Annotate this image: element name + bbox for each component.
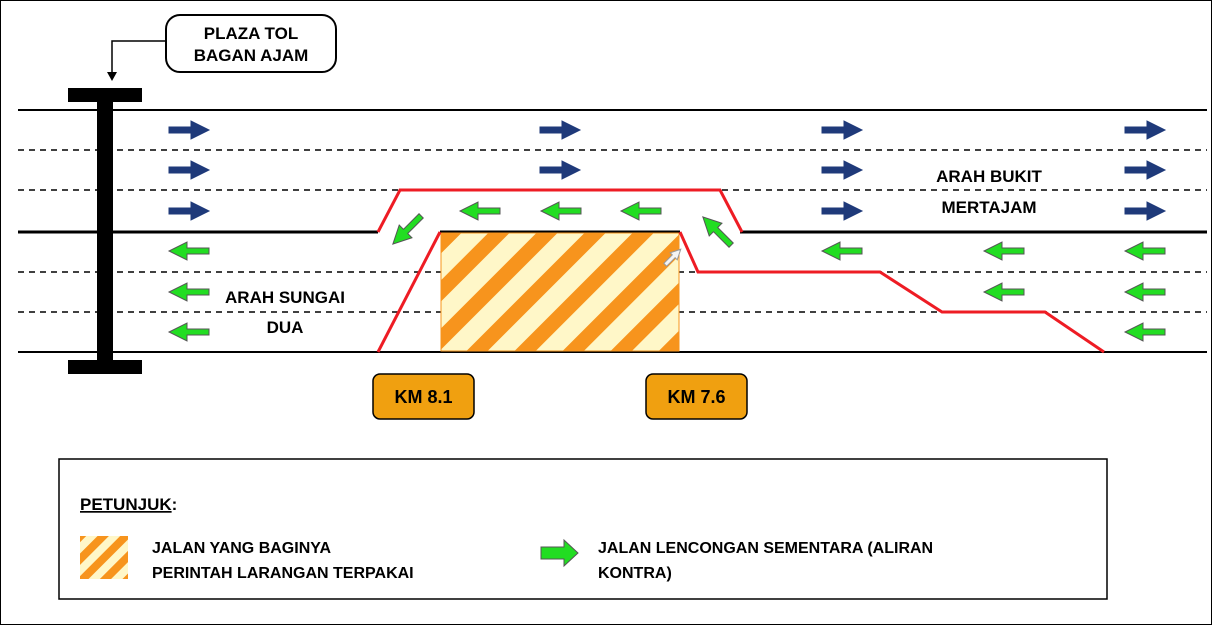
right-arrow-icon bbox=[1124, 160, 1167, 180]
detour-line-upper bbox=[376, 188, 744, 233]
faded-arrow-icon bbox=[663, 248, 682, 267]
closed-road-zone bbox=[440, 232, 680, 352]
legend: PETUNJUK: JALAN YANG BAGINYA PERINTAH LA… bbox=[58, 458, 1108, 600]
km-marker-left-label: KM 8.1 bbox=[394, 387, 452, 407]
detour-line-left bbox=[376, 231, 442, 353]
legend-title-group: PETUNJUK: bbox=[80, 495, 177, 514]
left-arrow-icon bbox=[619, 201, 662, 221]
right-arrow-icon bbox=[168, 120, 211, 140]
plaza-callout: PLAZA TOL BAGAN AJAM bbox=[107, 14, 337, 81]
legend-closed-road-line1: JALAN YANG BAGINYA bbox=[152, 540, 331, 557]
plaza-label-box bbox=[165, 14, 337, 73]
direction-upper-line1: ARAH BUKIT bbox=[936, 167, 1042, 186]
left-arrow-icon bbox=[458, 201, 501, 221]
legend-contraflow-line2: KONTRA) bbox=[598, 565, 672, 582]
right-arrow-icon bbox=[821, 160, 864, 180]
left-arrow-icon bbox=[982, 241, 1025, 261]
right-arrow-icon bbox=[168, 160, 211, 180]
toll-gate-icon bbox=[68, 88, 142, 374]
direction-lower-line2: DUA bbox=[267, 318, 304, 337]
left-arrow-icon bbox=[1123, 322, 1166, 342]
direction-lower-line1: ARAH SUNGAI bbox=[225, 288, 345, 307]
right-arrow-icon bbox=[539, 160, 582, 180]
right-arrow-icon bbox=[539, 120, 582, 140]
plaza-pointer-head bbox=[107, 72, 117, 81]
legend-closed-road-swatch bbox=[80, 536, 128, 579]
right-arrow-icon bbox=[1124, 201, 1167, 221]
road-lines bbox=[18, 109, 1207, 353]
left-arrow-icon bbox=[539, 201, 582, 221]
left-arrow-icon bbox=[1123, 282, 1166, 302]
left-arrow-icon bbox=[820, 241, 863, 261]
plaza-label-line1: PLAZA TOL bbox=[204, 24, 298, 43]
km-marker-left: KM 8.1 bbox=[372, 373, 475, 420]
legend-title-suffix: : bbox=[172, 495, 178, 514]
plaza-label-line2: BAGAN AJAM bbox=[194, 46, 309, 65]
legend-contraflow-arrow-icon bbox=[540, 538, 579, 568]
diagonal-arrow-icon bbox=[392, 213, 424, 245]
legend-contraflow-line1: JALAN LENCONGAN SEMENTARA (ALIRAN bbox=[598, 540, 933, 557]
direction-upper-line2: MERTAJAM bbox=[941, 198, 1036, 217]
left-arrow-icon bbox=[167, 282, 210, 302]
right-arrow-icon bbox=[1124, 120, 1167, 140]
right-arrow-icon bbox=[821, 201, 864, 221]
km-marker-right: KM 7.6 bbox=[645, 373, 748, 420]
legend-box bbox=[58, 458, 1108, 600]
right-arrow-icon bbox=[821, 120, 864, 140]
left-arrow-icon bbox=[982, 282, 1025, 302]
left-arrow-icon bbox=[167, 322, 210, 342]
legend-title: PETUNJUK bbox=[80, 495, 172, 514]
normal-flow-arrows bbox=[168, 120, 1167, 221]
km-marker-right-label: KM 7.6 bbox=[667, 387, 725, 407]
detour-line-right bbox=[678, 231, 1105, 354]
legend-closed-road-line2: PERINTAH LARANGAN TERPAKAI bbox=[152, 565, 414, 582]
right-arrow-icon bbox=[168, 201, 211, 221]
detour-lines bbox=[376, 188, 1105, 354]
left-arrow-icon bbox=[167, 241, 210, 261]
contraflow-arrows bbox=[167, 201, 1166, 342]
plaza-pointer bbox=[111, 40, 166, 73]
diagonal-arrow-icon bbox=[702, 216, 734, 248]
left-arrow-icon bbox=[1123, 241, 1166, 261]
